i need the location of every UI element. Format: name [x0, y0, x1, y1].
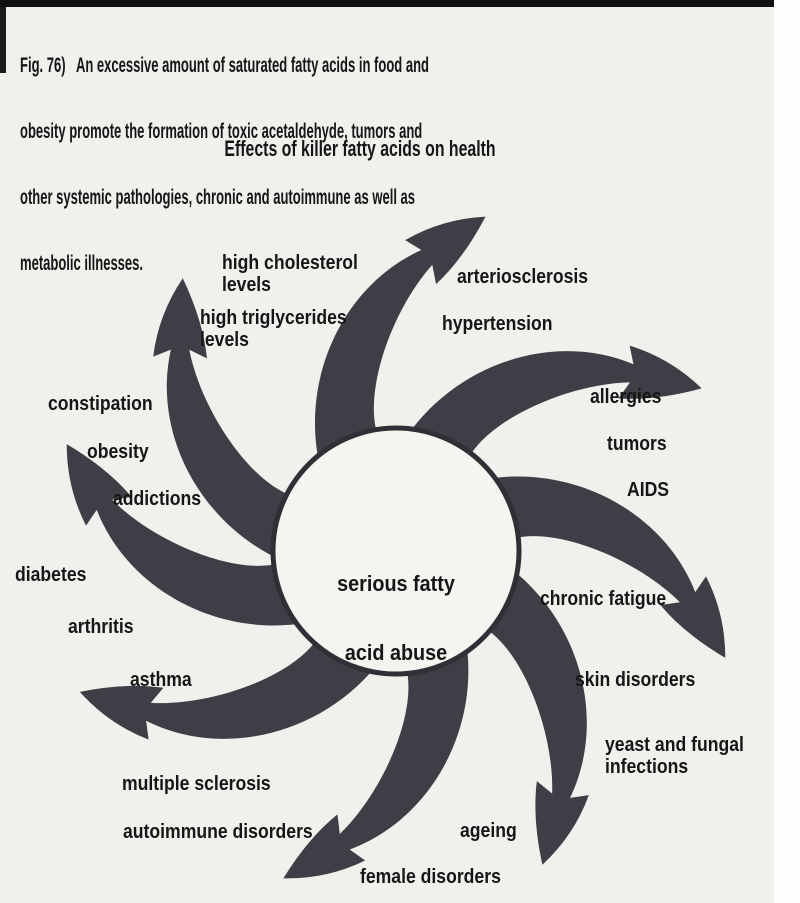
scan-right-margin [774, 0, 800, 903]
diagram-title: Effects of killer fatty acids on health [224, 136, 496, 161]
condition-label-female-disorders: female disorders [360, 866, 501, 888]
caption-line: Fig. 76) An excessive amount of saturate… [20, 54, 430, 77]
condition-label-obesity: obesity [87, 441, 149, 463]
condition-label-aids: AIDS [627, 479, 670, 501]
condition-label-allergies: allergies [590, 386, 662, 408]
condition-label-tumors: tumors [607, 433, 667, 455]
condition-label-constipation: constipation [48, 393, 153, 415]
figure-caption: Fig. 76) An excessive amount of saturate… [20, 11, 429, 297]
condition-label-diabetes: diabetes [15, 564, 87, 586]
condition-label-asthma: asthma [130, 669, 192, 691]
condition-label-arteriosclerosis: arteriosclerosis [457, 266, 589, 288]
condition-label-chronic-fatigue: chronic fatigue [540, 588, 667, 610]
condition-label-ageing: ageing [460, 820, 517, 842]
condition-label-hypertension: hypertension [442, 313, 553, 335]
condition-label-addictions: addictions [113, 488, 202, 510]
center-label-line: acid abuse [344, 640, 448, 665]
caption-line: obesity promote the formation of toxic a… [20, 120, 423, 143]
scan-top-edge-bar [0, 0, 774, 7]
caption-line: other systemic pathologies, chronic and … [20, 186, 416, 209]
condition-label-skin-disorders: skin disorders [575, 669, 696, 691]
center-circle [270, 425, 522, 677]
scan-left-edge-artifact [0, 7, 6, 73]
condition-label-arthritis: arthritis [68, 616, 134, 638]
caption-line: metabolic illnesses. [20, 252, 144, 275]
condition-label-multiple-sclerosis: multiple sclerosis [122, 773, 271, 795]
center-circle-label: serious fatty acid abuse [261, 526, 531, 687]
condition-label-autoimmune-disorders: autoimmune disorders [123, 821, 313, 843]
center-label-line: serious fatty [337, 571, 455, 596]
